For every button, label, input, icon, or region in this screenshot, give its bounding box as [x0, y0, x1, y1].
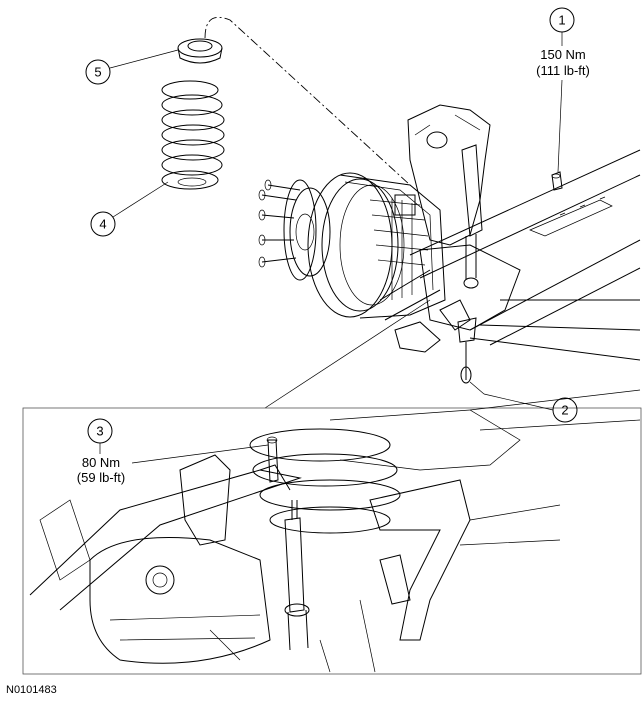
upper-assembly-illustration: [258, 104, 641, 384]
callout-1-torque-nm: 150 Nm: [540, 47, 586, 62]
figure-id: N0101483: [6, 684, 57, 696]
spring-insulator: [177, 38, 223, 64]
callout-3-number: 3: [96, 424, 103, 439]
callout-2: 2: [469, 381, 578, 423]
callout-2-number: 2: [561, 403, 568, 418]
callout-5-number: 5: [94, 65, 101, 80]
callout-1-number: 1: [558, 13, 565, 28]
callout-4-number: 4: [99, 217, 106, 232]
callout-3-torque-nm: 80 Nm: [82, 455, 120, 470]
callout-1-torque-lbft: (111 lb-ft): [536, 63, 590, 78]
callout-3: 3 80 Nm (59 lb-ft): [77, 418, 269, 485]
callout-1: 1 150 Nm (111 lb-ft): [536, 7, 590, 173]
callout-5: 5: [85, 49, 179, 85]
installation-path-line: [204, 16, 411, 186]
detail-leader-line: [264, 299, 431, 409]
detail-view-frame: [22, 407, 642, 675]
callout-3-torque-lbft: (59 lb-ft): [77, 470, 125, 485]
coil-spring: [161, 80, 225, 190]
detail-view-illustration: [29, 389, 641, 673]
callout-4: 4: [90, 181, 169, 237]
